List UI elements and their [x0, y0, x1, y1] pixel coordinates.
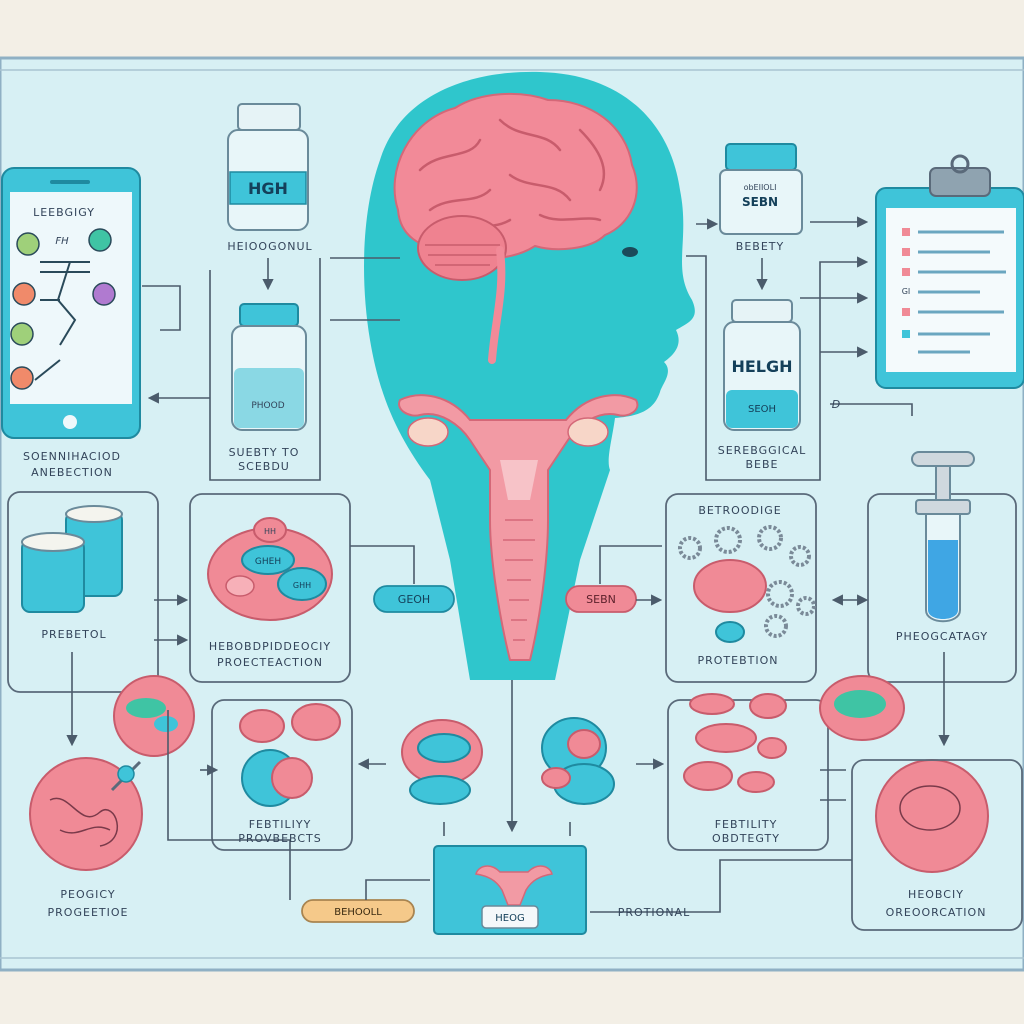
fertility-right-caption-2: OBDTEGTY: [712, 832, 780, 845]
gears-group: [665, 493, 817, 683]
phood-caption-2: SCEBDU: [238, 460, 290, 473]
gears-caption: PROTEBTION: [697, 654, 778, 667]
cell-caption-1: HEBOBDPIDDEOCIY: [209, 640, 331, 653]
medicine-bottle-bottom-left: [231, 303, 307, 431]
jar-caption: BEBETY: [736, 240, 784, 253]
cell-text-mid: GHEH: [255, 557, 281, 567]
brain-icon: [393, 92, 638, 364]
right-bottle-caption-2: BEBE: [746, 458, 779, 471]
connector-lines: [66, 216, 950, 913]
gears-title: BETROODIGE: [698, 504, 781, 517]
phood-bottle-label: PHOOD: [251, 401, 284, 411]
protional-text: PROTIONAL: [618, 906, 690, 919]
cell-cluster-left: [189, 493, 351, 683]
medicine-bottle-icon: [227, 103, 309, 231]
jar-small-top: obEIIOLI: [744, 183, 777, 192]
cell-text-top: HH: [264, 527, 276, 536]
cells-far-right: [819, 675, 1023, 931]
fertility-box-left: [211, 699, 353, 851]
jars-caption: PREBETOL: [41, 628, 106, 641]
jars-group: [7, 491, 159, 693]
labels: LEEBGIGY FH SOENNIHACIOD ANEBECTION HGH …: [23, 179, 988, 924]
jar-label: SEBN: [742, 195, 778, 209]
clipboard-icon: [875, 154, 1024, 389]
phood-caption-1: SUEBTY TO: [229, 446, 300, 459]
tablet-caption-1: SOENNIHACIOD: [23, 450, 121, 463]
pill-geoh-label: GEOH: [398, 593, 430, 606]
tablet-icon: [1, 167, 141, 439]
cell-bottom-left: [29, 675, 195, 871]
pill-behooll: [301, 899, 415, 923]
cells-center: [401, 717, 615, 805]
pill-sebn: [565, 585, 637, 613]
syringe-icon: [867, 451, 1017, 683]
uterus-icon: [398, 394, 639, 661]
far-right-caption-1: HEOBCIY: [908, 888, 964, 901]
pill-geoh: [373, 585, 455, 613]
right-bottle-caption-1: SEREBGGICAL: [718, 444, 807, 457]
clipboard-mark: GI: [902, 287, 911, 296]
tablet-note: FH: [55, 236, 69, 247]
uterus-card: [433, 845, 587, 935]
hgh-bottle-caption: HEIOOGONUL: [227, 240, 312, 253]
bottom-left-caption-1: PEOGICY: [60, 888, 115, 901]
tablet-title: LEEBGIGY: [33, 206, 95, 219]
tablet-caption-2: ANEBECTION: [31, 466, 113, 479]
medicine-bottle-right: [723, 299, 801, 431]
fertility-box-right: [667, 693, 829, 851]
bottom-left-caption-2: PROGEETIOE: [48, 906, 129, 919]
pill-behooll-label: BEHOOLL: [334, 907, 382, 918]
syringe-caption: PHEOGCATAGY: [896, 630, 988, 643]
fertility-caption-2: PROVBEBCTS: [238, 832, 322, 845]
far-right-caption-2: OREOORCATION: [886, 906, 987, 919]
cell-caption-2: PROECTEACTION: [217, 656, 323, 669]
d-mark: D: [832, 398, 840, 411]
pill-sebn-label: SEBN: [586, 593, 616, 606]
hgh-bottle-label: HGH: [248, 179, 288, 198]
jar-icon: [719, 143, 803, 235]
fertility-right-caption-1: FEBTILITY: [715, 818, 778, 831]
cell-text-small: GHH: [293, 581, 311, 590]
fertility-caption-1: FEBTILIYY: [249, 818, 312, 831]
uterus-card-label: HEOG: [495, 913, 524, 924]
right-bottle-sub: SEOH: [748, 404, 776, 415]
right-bottle-label: HELGH: [731, 357, 792, 376]
